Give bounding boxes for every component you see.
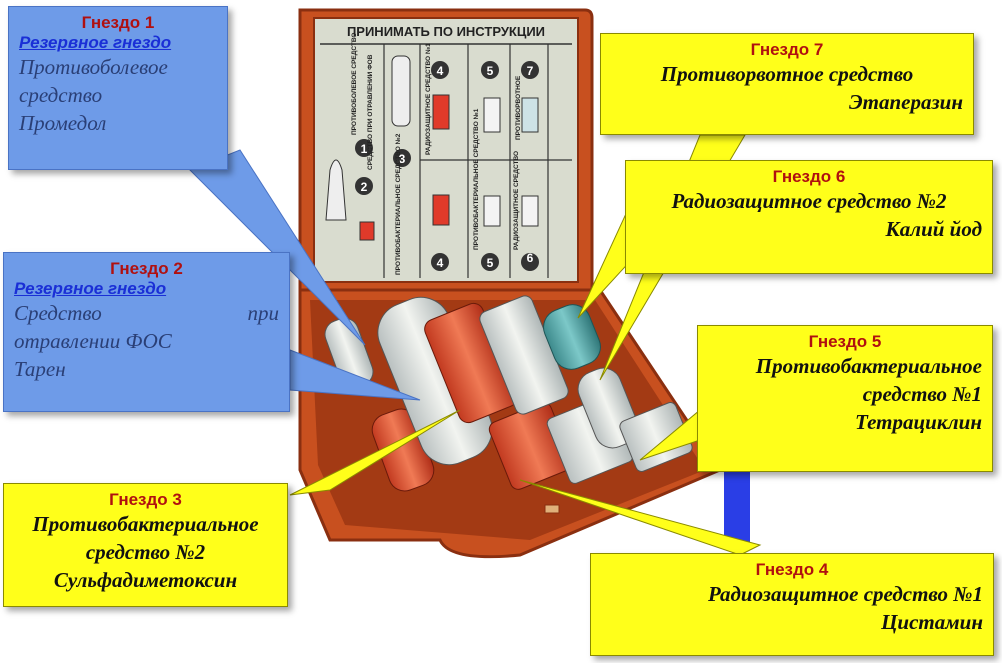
callout-slot6-title: Гнездо 6 — [772, 167, 846, 186]
callout-slot5-title: Гнездо 5 — [808, 332, 882, 351]
callout-slot4-title: Гнездо 4 — [755, 560, 829, 579]
card-label: РАДИОЗАЩИТНОЕ СРЕДСТВО — [513, 151, 520, 250]
callout-slot2: Гнездо 2 Резервное гнездо Средство при о… — [3, 252, 290, 412]
callout-slot3-line: средство №2 — [85, 540, 206, 564]
callout-slot7-title: Гнездо 7 — [750, 40, 824, 59]
card-num: 1 — [361, 142, 368, 156]
callout-slot2-title: Гнездо 2 — [110, 259, 183, 278]
callout-slot4-line: Цистамин — [881, 610, 983, 634]
callout-slot7: Гнездо 7 Противорвотное средство Этапера… — [600, 33, 974, 135]
callout-slot7-line: Этаперазин — [848, 90, 963, 114]
card-num: 5 — [487, 256, 494, 270]
callout-slot1-title: Гнездо 1 — [81, 13, 155, 32]
card-numbers-row2: 4 5 6 — [431, 251, 539, 271]
card-label: СРЕДСТВО ПРИ ОТРАВЛЕНИИ ФОВ — [367, 54, 374, 170]
callout-slot3-line: Противобактериальное — [32, 512, 259, 536]
callout-slot5: Гнездо 5 Противобактериальное средство №… — [697, 325, 993, 472]
card-label: ПРОТИВОБОЛЕВОЕ СРЕДСТВО — [351, 33, 358, 136]
callout-slot1: Гнездо 1 Резервное гнездо Противоболевое… — [8, 6, 228, 170]
kit-tubes — [324, 295, 693, 492]
callout-slot3-line: Сульфадиметоксин — [53, 568, 238, 592]
callout-slot2-line: Тарен — [14, 357, 66, 381]
callout-slot2-line1-a: Средство — [14, 301, 102, 325]
callout-slot6-line: Калий йод — [885, 217, 982, 241]
card-num: 3 — [399, 152, 406, 166]
callout-slot7-line: Противорвотное средство — [660, 62, 914, 86]
callout-slot1-line: Противоболевое — [19, 55, 168, 79]
callout-slot2-line: отравлении ФОС — [14, 329, 172, 353]
callout-slot1-reserve: Резервное гнездо — [19, 33, 172, 52]
card-label: ПРОТИВОРВОТНОЕ — [515, 75, 522, 140]
card-label: РАДИОЗАЩИТНОЕ СРЕДСТВО №1 — [425, 43, 432, 155]
callout-slot6-line: Радиозащитное средство №2 — [671, 189, 947, 213]
callout-slot2-line1: Средство при — [14, 299, 279, 327]
card-num: 6 — [527, 251, 534, 265]
case-lid: ПРИНИМАТЬ ПО ИНСТРУКЦИИ 1 2 3 4 5 7 — [298, 8, 594, 292]
callout-slot5-line: Противобактериальное — [755, 354, 982, 378]
card-num: 4 — [437, 256, 444, 270]
kit-header: ПРИНИМАТЬ ПО ИНСТРУКЦИИ — [347, 24, 545, 39]
callout-slot5-line: Тетрациклин — [855, 410, 982, 434]
callout-slot3: Гнездо 3 Противобактериальное средство №… — [3, 483, 288, 607]
callout-slot1-line: Промедол — [19, 111, 107, 135]
card-num: 2 — [361, 180, 368, 194]
card-num: 5 — [487, 64, 494, 78]
callout-slot1-line: средство — [19, 83, 103, 107]
callout-slot2-reserve: Резервное гнездо — [14, 279, 167, 298]
callout-slot2-line1-b: при — [247, 301, 280, 325]
card-num: 7 — [527, 64, 534, 78]
callout-slot4-line: Радиозащитное средство №1 — [707, 582, 983, 606]
card-num: 4 — [437, 64, 444, 78]
callout-slot6: Гнездо 6 Радиозащитное средство №2 Калий… — [625, 160, 993, 274]
tube-slot6 — [543, 304, 601, 370]
callout-slot3-title: Гнездо 3 — [109, 490, 182, 509]
callout-slot5-line: средство №1 — [862, 382, 982, 406]
card-label: ПРОТИВОБАКТЕРИАЛЬНОЕ СРЕДСТВО №2 — [395, 133, 402, 275]
card-numbers-row1: 1 2 3 4 5 7 — [355, 61, 539, 195]
card-label: ПРОТИВОБАКТЕРИАЛЬНОЕ СРЕДСТВО №1 — [473, 108, 480, 250]
callout-slot4: Гнездо 4 Радиозащитное средство №1 Циста… — [590, 553, 994, 656]
